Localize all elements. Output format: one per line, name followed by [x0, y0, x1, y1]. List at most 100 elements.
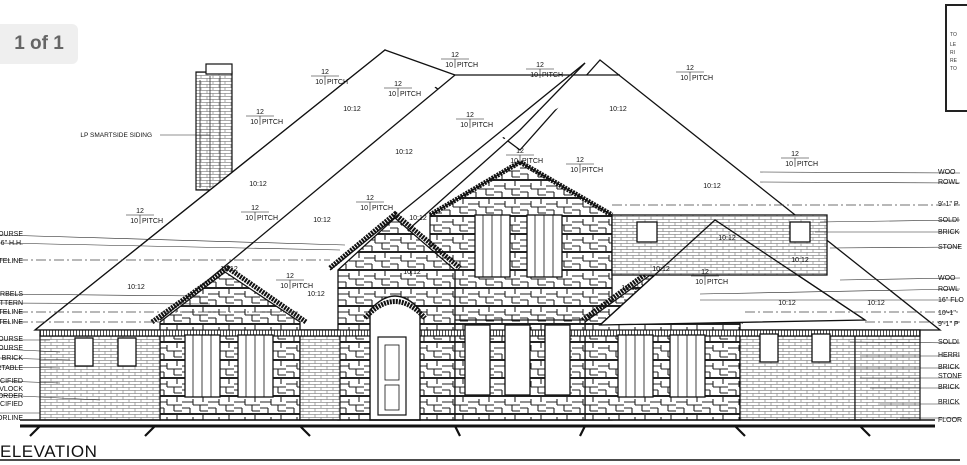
left-callout-label: CIFIED: [0, 401, 23, 408]
pitch-word-label: PITCH: [522, 158, 543, 165]
roof-ratio-label: 10:12: [313, 217, 331, 224]
pitch-rise-label: 12: [701, 269, 709, 276]
left-callout-label: ORTABLE: [0, 365, 23, 372]
pitch-word-label: PITCH: [327, 79, 348, 86]
pitch-run-label: 10: [130, 218, 138, 225]
right-callout-label: WOO: [938, 275, 956, 282]
right-callout-label: HERRI: [938, 352, 960, 359]
pitch-rise-label: 12: [366, 195, 374, 202]
pitch-run-label: 10: [315, 79, 323, 86]
pitch-run-label: 10: [530, 72, 538, 79]
right-callout-label: 9'-1" P: [938, 201, 959, 208]
pitch-rise-label: 12: [536, 62, 544, 69]
pitch-run-label: 10: [445, 62, 453, 69]
right-callout-label: BRICK: [938, 229, 960, 236]
right-callout-label: SOLDI: [938, 217, 959, 224]
left-callout-label: 6" H.H.: [1, 240, 23, 247]
roof-ratio-label: 10:12: [127, 284, 145, 291]
legend-line: RE: [950, 58, 957, 64]
pitch-run-label: 10: [785, 161, 793, 168]
right-callout-label: STONE: [938, 244, 962, 251]
pitch-word-label: PITCH: [707, 279, 728, 286]
right-callout-label: WOO: [938, 169, 956, 176]
legend-line: TO: [950, 32, 957, 38]
roof-ratio-label: 10:12: [621, 285, 639, 292]
pitch-word-label: PITCH: [542, 72, 563, 79]
pitch-rise-label: 12: [576, 157, 584, 164]
pitch-rise-label: 12: [136, 208, 144, 215]
roof-ratio-label: 10:12: [703, 183, 721, 190]
right-callout-label: ROWL: [938, 179, 959, 186]
left-callout-label: ORDER: [0, 393, 23, 400]
pitch-word-label: PITCH: [372, 205, 393, 212]
pitch-word-label: PITCH: [142, 218, 163, 225]
pitch-word-label: PITCH: [692, 75, 713, 82]
right-callout-label: 10'-1": [938, 310, 956, 317]
left-callout-label: ORBELS: [0, 291, 23, 298]
right-callout-label: BRICK: [938, 364, 960, 371]
legend-line: TO: [950, 66, 957, 72]
chimney: [195, 63, 233, 191]
left-callout-label: ATELINE: [0, 258, 23, 265]
roof-ratio-label: 10:12: [718, 235, 736, 242]
pitch-rise-label: 12: [286, 273, 294, 280]
pitch-run-label: 10: [510, 158, 518, 165]
pitch-word-label: PITCH: [472, 122, 493, 129]
pitch-run-label: 10: [388, 91, 396, 98]
pitch-word-label: PITCH: [582, 167, 603, 174]
legend-line: RI: [950, 50, 955, 56]
leader-lines: [0, 134, 961, 419]
right-callout-label: BRICK: [938, 399, 960, 406]
left-callout-label: ORLINE: [0, 415, 23, 422]
right-callout-label: STONE: [938, 373, 962, 380]
left-callout-label: OURSE: [0, 231, 23, 238]
roof-ratio-label: 10:12: [307, 291, 325, 298]
entry-door: [363, 295, 427, 421]
pitch-rise-label: 12: [466, 112, 474, 119]
windows: [74, 214, 831, 398]
roof-ratio-label: 10:12: [609, 106, 627, 113]
right-callout-label: ROWL: [938, 286, 959, 293]
roof-ratio-label: 10:12: [778, 300, 796, 307]
roof-ratio-label: 10:12: [403, 269, 421, 276]
pitch-rise-label: 12: [686, 65, 694, 72]
right-callout-label: 9'-1" P: [938, 321, 959, 328]
callout-lines: [0, 204, 960, 323]
roof-ratio-label: 10:12: [791, 257, 809, 264]
left-callout-label: ATELINE: [0, 319, 23, 326]
roof-ratio-label: 10:12: [867, 300, 885, 307]
roof-ratio-label: 10:12: [343, 106, 361, 113]
left-callout-label: ATTERN: [0, 300, 23, 307]
floor-line: [0, 419, 960, 461]
right-callout-label: SOLDI: [938, 339, 959, 346]
roof-ratio-label: 10:12: [220, 266, 238, 273]
pitch-word-label: PITCH: [797, 161, 818, 168]
pitch-run-label: 10: [250, 119, 258, 126]
roof-ratio-label: 10:12: [395, 149, 413, 156]
pitch-word-label: PITCH: [457, 62, 478, 69]
siding-note-label: LP SMARTSIDE SIDING: [80, 132, 152, 139]
pitch-run-label: 10: [695, 279, 703, 286]
left-callout-label: BRICK: [2, 355, 24, 362]
right-callout-label: FLOOR: [938, 417, 962, 424]
pitch-rise-label: 12: [251, 205, 259, 212]
pitch-rise-label: 12: [516, 148, 524, 155]
pitch-run-label: 10: [280, 283, 288, 290]
pitch-run-label: 10: [570, 167, 578, 174]
pitch-rise-label: 12: [394, 81, 402, 88]
pitch-word-label: PITCH: [262, 119, 283, 126]
roof-ratio-label: 10:12: [409, 215, 427, 222]
pitch-rise-label: 12: [256, 109, 264, 116]
pitch-word-label: PITCH: [292, 283, 313, 290]
right-callout-label: BRICK: [938, 384, 960, 391]
pitch-rise-label: 12: [451, 52, 459, 59]
pitch-rise-label: 12: [321, 69, 329, 76]
roof-ratio-label: 10:12: [249, 181, 267, 188]
page-indicator-badge[interactable]: 1 of 1: [0, 24, 78, 64]
elevation-title: ELEVATION: [0, 442, 98, 461]
pitch-run-label: 10: [680, 75, 688, 82]
pitch-word-label: PITCH: [400, 91, 421, 98]
pitch-rise-label: 12: [791, 151, 799, 158]
